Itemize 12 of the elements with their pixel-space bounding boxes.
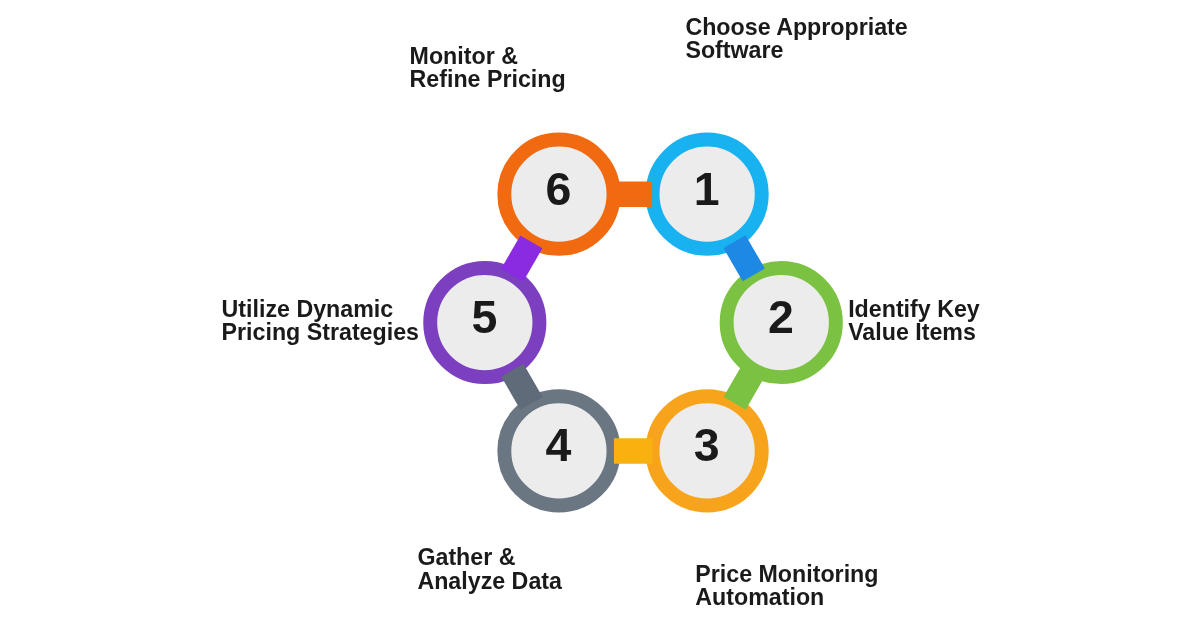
node-circle: 5 [422,260,546,385]
node-label: Identify Key Value Items [847,295,980,345]
node-circle: 1 [645,132,769,256]
node-label: Utilize Dynamic Pricing Strategies [221,295,419,345]
node-label: Gather & Analyze Data [416,544,562,594]
node-label: Price Monitoring Automation [694,560,878,610]
node-circle: 2 [719,260,843,385]
node-circle: 6 [496,132,620,256]
node-circle: 3 [645,389,769,513]
node-circle: 4 [496,389,620,513]
node-label: Monitor & Refine Pricing [409,42,566,92]
node-label: Choose Appropriate Software [684,13,908,64]
